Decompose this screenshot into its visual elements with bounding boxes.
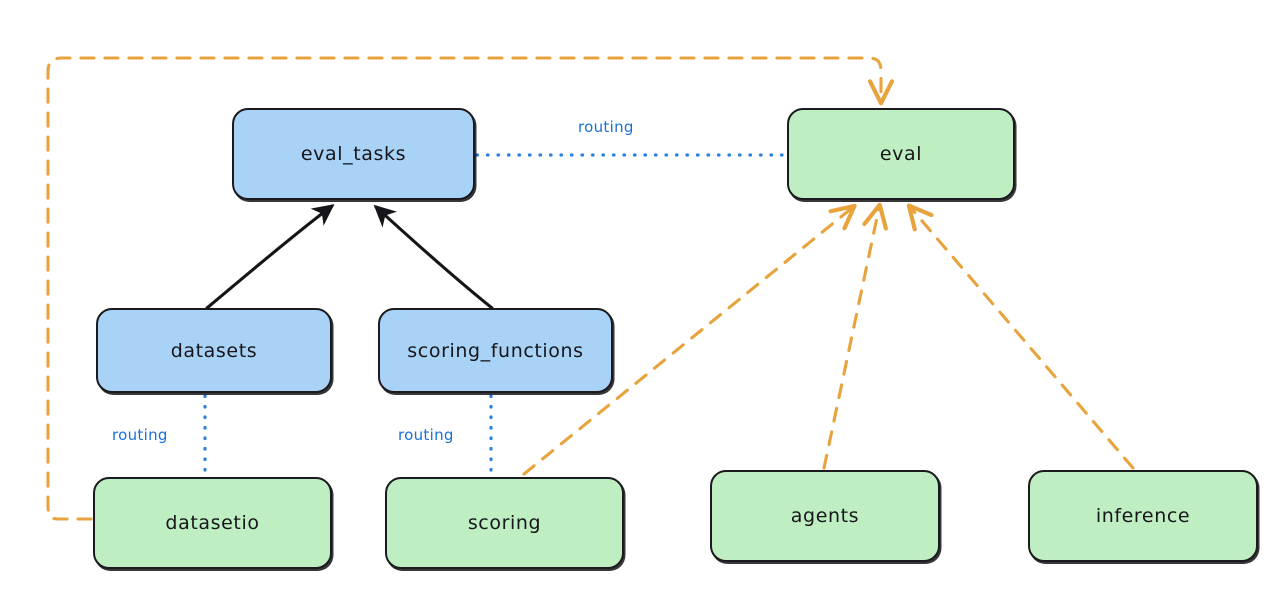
node-eval-tasks[interactable]: eval_tasks [232, 108, 475, 200]
edge-label-routing-eval-tasks-eval: routing [578, 118, 634, 136]
node-scoring[interactable]: scoring [385, 477, 624, 569]
node-label: eval [879, 143, 923, 165]
edge-label-routing-datasets-datasetio: routing [112, 426, 168, 444]
edge-label-routing-scoring-functions-scoring: routing [398, 426, 454, 444]
node-scoring-functions[interactable]: scoring_functions [378, 308, 613, 393]
node-agents[interactable]: agents [710, 470, 940, 562]
node-label: inference [1095, 505, 1191, 527]
node-eval[interactable]: eval [787, 108, 1015, 200]
node-label: datasets [170, 339, 258, 362]
edge-inference-to-eval [906, 203, 1135, 470]
node-datasetio[interactable]: datasetio [93, 477, 332, 569]
node-label: datasetio [165, 512, 260, 534]
node-datasets[interactable]: datasets [96, 308, 332, 393]
node-label: eval_tasks [300, 143, 407, 165]
node-label: scoring [467, 512, 542, 534]
edge-scoring_functions-to-eval_tasks [373, 204, 494, 310]
edge-datasetio-to-eval [46, 56, 895, 521]
node-inference[interactable]: inference [1028, 470, 1258, 562]
edge-datasets-to-eval_tasks [205, 204, 335, 310]
edge-agents-to-eval [822, 202, 888, 470]
node-label: agents [790, 505, 860, 527]
node-label: scoring_functions [407, 339, 584, 362]
